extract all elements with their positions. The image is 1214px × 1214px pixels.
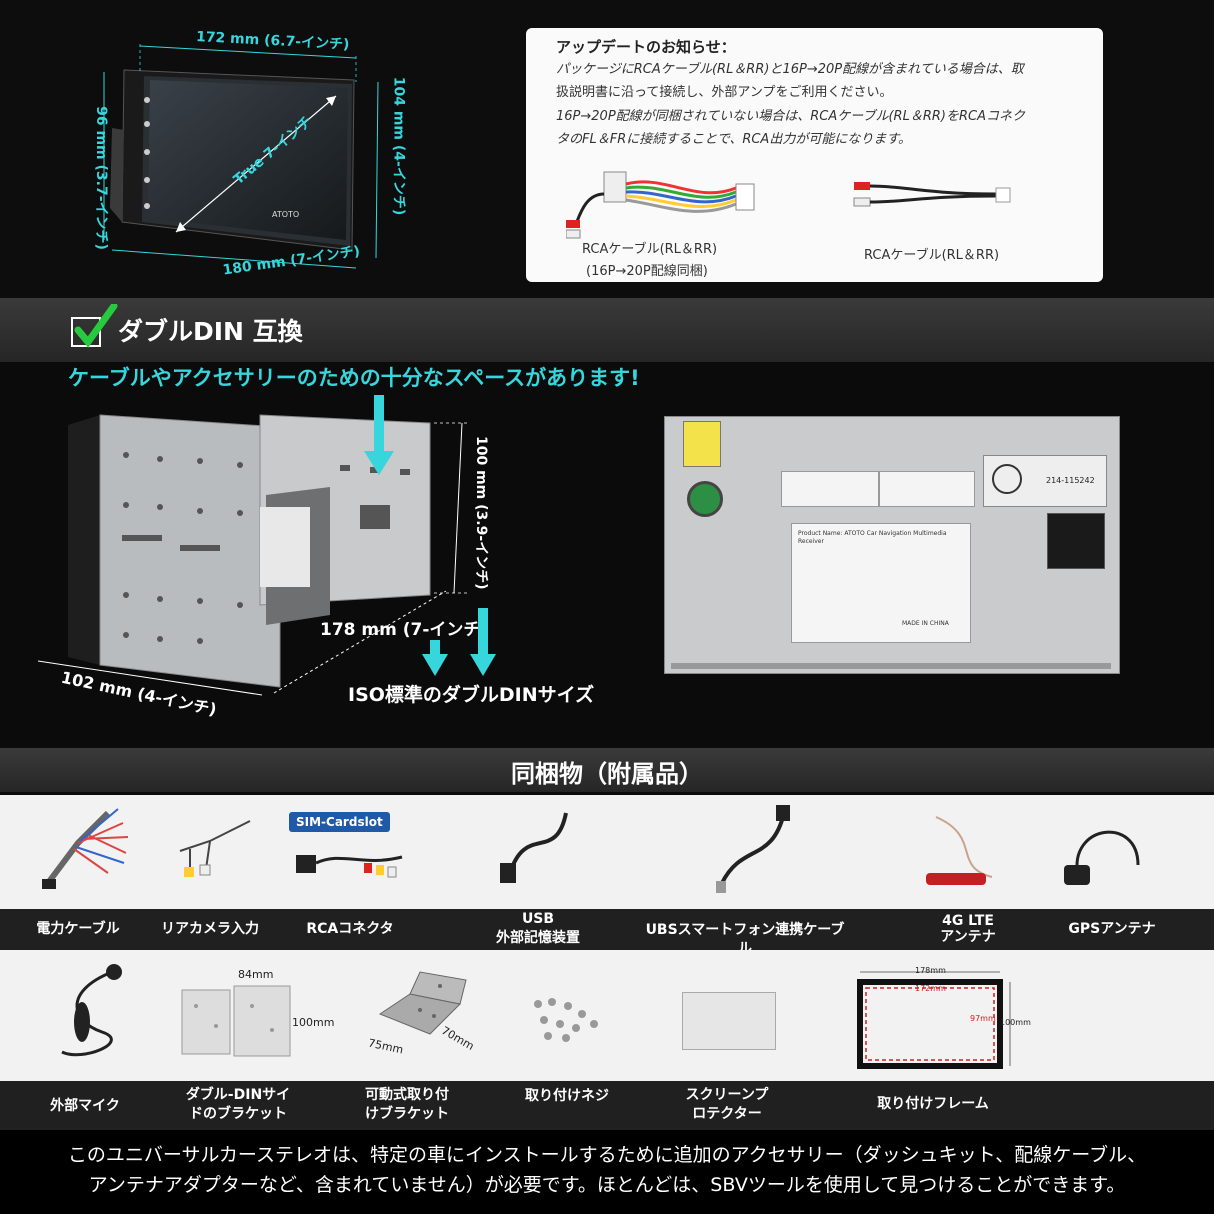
notice-line-1: パッケージにRCAケーブル(RL＆RR)と16P→20P配線が含まれている場合は… <box>556 62 1024 77</box>
label-external-mic: 外部マイク <box>50 1098 120 1114</box>
label-mounting-screws: 取り付けネジ <box>525 1088 609 1104</box>
label-lte-antenna: 4G LTE アンテナ <box>940 913 996 945</box>
connector-20p <box>781 471 879 507</box>
top-section: 172 mm (6.7-インチ) 180 mm (7-インチ) 96 mm (3… <box>0 0 1214 298</box>
double-din-title: ダブルDIN 互換 <box>118 317 303 346</box>
accessory-labels-2: 外部マイク ダブル-DINサイ ドのブラケット 可動式取り付 けブラケット 取り… <box>0 1081 1214 1130</box>
connector-16p <box>879 471 975 507</box>
down-arrows-icon <box>422 608 496 676</box>
chassis-depth-label: 178 mm (7-インチ) <box>320 620 489 640</box>
right-height-label: 104 mm (4-インチ) <box>390 76 407 216</box>
chassis-side-illustration <box>37 395 470 696</box>
mounting-frame-icon <box>857 971 1011 1069</box>
update-notice-card: アップデートのお知らせ： パッケージにRCAケーブル(RL＆RR)と16P→20… <box>526 28 1103 282</box>
notice-line-3: 16P→20P配線が同梱されていない場合は、RCAケーブル(RL＆RR)をRCA… <box>556 109 1025 124</box>
power-cable-icon <box>42 808 129 889</box>
double-din-bracket-icon <box>181 985 291 1057</box>
certification-label: 214-115242 <box>983 455 1107 507</box>
movable-bracket-icon <box>378 971 467 1035</box>
sim-cardslot-tag: SIM-Cardslot <box>289 812 390 832</box>
fuse-label-sticker <box>683 421 721 467</box>
rca-harness-cable-image <box>566 171 755 239</box>
space-subtitle: ケーブルやアクセサリーのための十分なスペースがあります! <box>68 366 640 390</box>
sticker-made-in: MADE IN CHINA <box>902 620 949 627</box>
label-rca-connector: RCAコネクタ <box>306 921 394 937</box>
rca-cable-image <box>853 182 1011 207</box>
label-usb-storage: USB 外部記憶装置 <box>496 911 580 946</box>
package-contents-title: 同梱物（附属品） <box>511 760 703 788</box>
label-movable-bracket: 可動式取り付 けブラケット <box>365 1087 449 1122</box>
label-screen-protector: スクリーンプ ロテクター <box>685 1087 769 1122</box>
checkmark-icon <box>71 304 118 348</box>
telec-mark-icon <box>992 464 1022 494</box>
label-rear-camera: リアカメラ入力 <box>161 921 259 937</box>
screen-protector-icon <box>682 992 776 1050</box>
frame-outer-width: 178mm <box>915 966 946 975</box>
frame-inner-width: 172mm <box>915 984 946 993</box>
usb-cable-icon <box>500 812 568 883</box>
notice-line-2: 扱説明書に沿って接続し、外部アンプをご利用ください。 <box>556 85 893 100</box>
package-contents-header: 同梱物（附属品） <box>0 748 1214 792</box>
accessory-shelf-1: SIM-Cardslot <box>0 795 1214 909</box>
certification-code: 214-115242 <box>1046 476 1095 485</box>
bracket-height-label: 100mm <box>292 1016 335 1029</box>
gps-antenna-icon <box>1064 830 1140 885</box>
rear-camera-cable-icon <box>179 820 251 877</box>
iso-standard-label: ISO標準のダブルDINサイズ <box>348 684 595 706</box>
accessory-shelf-2: 84mm 100mm 75mm 70mm 178mm 172mm 97mm 10… <box>0 950 1214 1081</box>
usb-phone-link-cable-icon <box>716 805 790 893</box>
notice-line-4: タのFL＆FRに接続することで、RCA出力が可能になります。 <box>556 132 912 147</box>
cable2-caption: RCAケーブル(RL＆RR) <box>864 248 1000 263</box>
label-mounting-frame: 取り付けフレーム <box>877 1096 989 1112</box>
rca-connector-icon <box>296 855 403 878</box>
head-unit-back-illustration: 214-115242 Product Name: ATOTO Car Navig… <box>664 416 1120 674</box>
footer-disclaimer: このユニバーサルカーステレオは、特定の車にインストールするために追加のアクセサリ… <box>0 1130 1214 1214</box>
lte-antenna-icon <box>926 816 993 885</box>
chassis-height-label: 100 mm (3.9-インチ) <box>473 436 489 590</box>
gps-antenna-port <box>687 481 723 517</box>
cable1-caption-1: RCAケーブル(RL＆RR) <box>582 242 718 257</box>
accessory-labels-1: 電力ケーブル リアカメラ入力 RCAコネクタ USB 外部記憶装置 UBSスマー… <box>0 909 1214 957</box>
footer-line-2: アンテナアダプターなど、含まれていません）が必要です。ほとんどは、SBVツールを… <box>88 1174 1126 1196</box>
label-gps-antenna: GPSアンテナ <box>1068 921 1156 937</box>
footer-line-1: このユニバーサルカーステレオは、特定の車にインストールするために追加のアクセサリ… <box>67 1144 1147 1166</box>
left-height-label: 96 mm (3.7-インチ) <box>92 106 109 250</box>
notice-title: アップデートのお知らせ： <box>556 38 736 56</box>
external-mic-icon <box>61 964 122 1057</box>
mounting-screws-icon <box>534 998 598 1042</box>
head-unit-dimension-illustration <box>103 44 379 269</box>
frame-inner-height: 97mm <box>970 1014 996 1023</box>
product-info-sticker: Product Name: ATOTO Car Navigation Multi… <box>791 523 971 643</box>
chassis-rail <box>671 663 1111 669</box>
label-double-din-bracket: ダブル-DINサイ ドのブラケット <box>185 1087 291 1122</box>
iso-connector <box>1047 513 1105 569</box>
screen-brand-logo: ATOTO <box>272 210 300 219</box>
frame-outer-height: 100mm <box>1000 1018 1031 1027</box>
label-power-cable: 電力ケーブル <box>36 921 120 937</box>
cable1-caption-2: (16P→20P配線同梱) <box>586 264 708 279</box>
double-din-header: ダブルDIN 互換 <box>0 298 1214 362</box>
sticker-title: Product Name: ATOTO Car Navigation Multi… <box>798 530 947 545</box>
bracket-width-label: 84mm <box>238 968 274 981</box>
